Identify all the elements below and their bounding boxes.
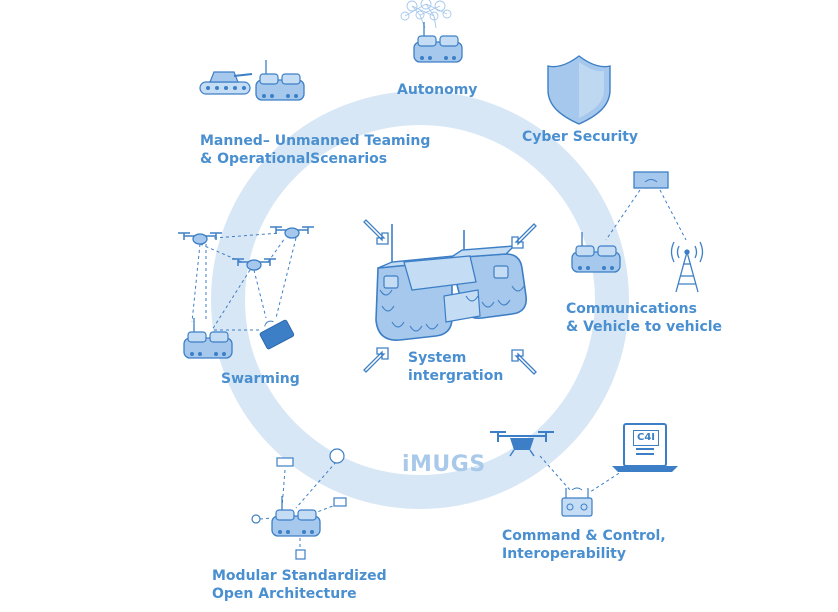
arrow-icon-bottom-right (511, 349, 537, 375)
label-modular: Modular Standardized Open Architecture (212, 567, 387, 603)
label-manned-line1: Manned– Unmanned Teaming (200, 133, 431, 149)
drone-icon-2 (269, 226, 315, 239)
c4i-badge: C4I (633, 430, 659, 446)
shield-icon (547, 55, 611, 125)
arrow-icon-bottom-left (363, 347, 389, 373)
label-c2-line2: Interoperability (502, 546, 626, 562)
label-c2-line1: Command & Control, (502, 528, 666, 544)
label-autonomy: Autonomy (397, 82, 478, 98)
arrow-icon-top-left (363, 219, 389, 245)
radio-tower-icon (670, 241, 704, 293)
module-box-icon-2 (333, 497, 347, 507)
c2-controller-icon (561, 487, 593, 517)
neural-net-icon (400, 0, 452, 29)
drone-icon-1 (177, 232, 223, 245)
swarm-controller-icon (259, 319, 295, 350)
main-ring (211, 91, 629, 509)
label-cyber-security: Cyber Security (522, 129, 639, 145)
relay-box-icon (633, 171, 669, 189)
module-box-icon-3 (295, 549, 306, 560)
label-swarming: Swarming (221, 371, 300, 387)
label-modular-line1: Modular Standardized (212, 568, 387, 584)
label-manned-line2: & OperationalScenarios (200, 151, 388, 167)
label-system-integration: System intergration (408, 349, 503, 385)
module-circle-icon-1 (329, 448, 345, 464)
swarm-links (191, 232, 297, 331)
label-communications: Communications & Vehicle to vehicle (566, 300, 722, 336)
module-box-icon-1 (276, 457, 294, 467)
c2-drone-icon (490, 431, 554, 457)
label-modular-line2: Open Architecture (212, 586, 357, 602)
central-robot-icon (375, 224, 528, 341)
autonomy-robot-icon (413, 21, 463, 63)
tank-icon (199, 71, 253, 95)
modular-robot-icon (271, 495, 321, 537)
module-circle-icon-2 (251, 514, 261, 524)
label-center-line1: System (408, 350, 467, 366)
label-manned-unmanned: Manned– Unmanned Teaming & OperationalSc… (200, 132, 430, 168)
label-command-control: Command & Control, Interoperability (502, 527, 666, 563)
label-comms-line1: Communications (566, 301, 697, 317)
manned-robot-icon (255, 59, 305, 101)
label-comms-line2: & Vehicle to vehicle (566, 319, 723, 335)
label-center-line2: intergration (408, 368, 504, 384)
arrow-icon-top-right (511, 223, 537, 249)
ring-title: iMUGS (402, 452, 486, 477)
